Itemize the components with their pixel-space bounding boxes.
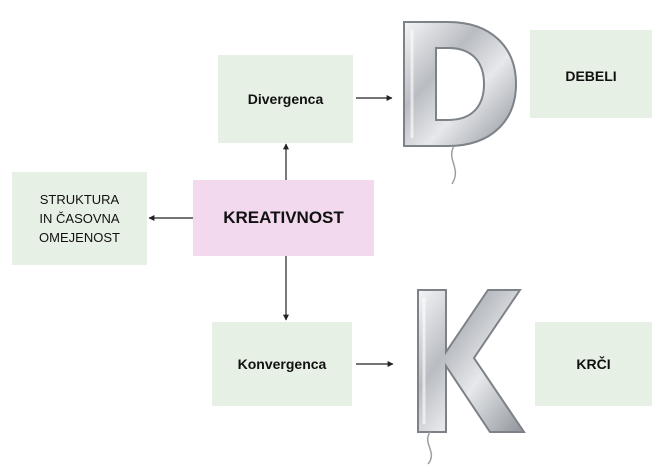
debeli-label: DEBELI <box>565 68 617 84</box>
debeli-box: DEBELI <box>530 30 652 118</box>
convergence-label: Konvergenca <box>237 356 327 372</box>
divergence-label: Divergenca <box>247 91 324 107</box>
krci-box: KRČI <box>535 322 652 406</box>
structure-line-1: STRUKTURA <box>39 192 120 207</box>
structure-box: STRUKTURA IN ČASOVNA OMEJENOST <box>12 172 147 265</box>
balloon-k-icon <box>417 289 526 465</box>
structure-line-3: OMEJENOST <box>39 230 120 245</box>
structure-text: STRUKTURA IN ČASOVNA OMEJENOST <box>39 190 120 247</box>
creativity-box: KREATIVNOST <box>193 180 374 256</box>
balloon-d-icon <box>403 21 518 185</box>
structure-line-2: IN ČASOVNA <box>39 211 120 226</box>
krci-label: KRČI <box>576 356 611 372</box>
divergence-box: Divergenca <box>218 55 353 143</box>
convergence-box: Konvergenca <box>212 322 352 406</box>
creativity-label: KREATIVNOST <box>223 208 344 227</box>
